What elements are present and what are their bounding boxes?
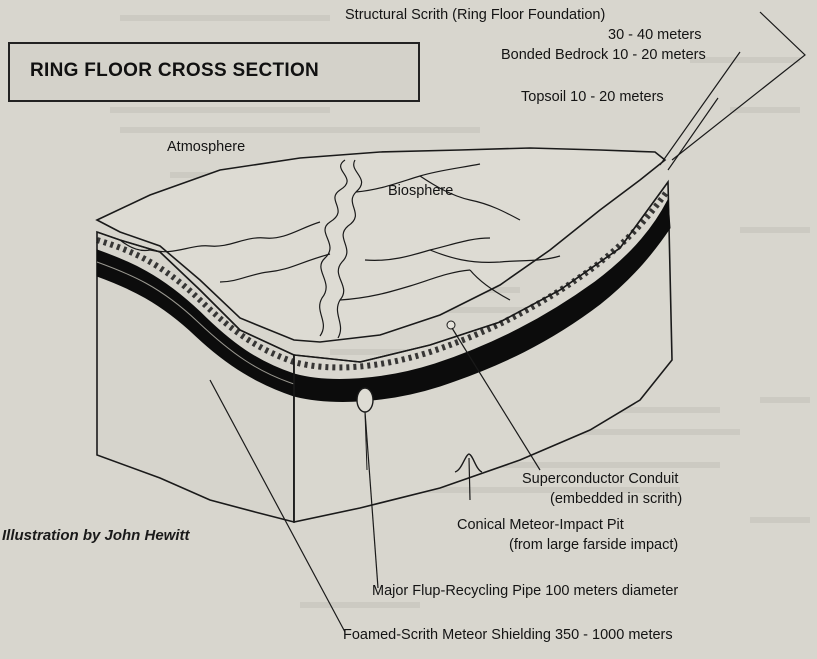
atmosphere-label: Atmosphere (167, 139, 246, 155)
meteor-pit-label: Conical Meteor-Impact Pit (457, 517, 624, 533)
flup-pipe-label: Major Flup-Recycling Pipe 100 meters dia… (372, 583, 679, 599)
topsoil-label: Topsoil 10 - 20 meters (521, 89, 664, 105)
meteor-pit-note: (from large farside impact) (509, 537, 679, 553)
river-system (119, 159, 561, 339)
flup-pipe (356, 387, 374, 413)
scrith-band (96, 198, 671, 402)
meteor-pit (454, 453, 483, 473)
page-title: RING FLOOR CROSS SECTION (30, 60, 320, 81)
bedrock-band (96, 188, 671, 371)
scrith-highlight (96, 261, 295, 385)
illustration-credit: Illustration by John Hewitt (2, 527, 190, 544)
shielding-label: Foamed-Scrith Meteor Shielding 350 - 100… (343, 627, 673, 643)
biosphere-label: Biosphere (388, 183, 454, 199)
structural-scrith-depth: 30 - 40 meters (608, 27, 702, 43)
superconductor-conduit (446, 320, 456, 330)
bonded-bedrock-label: Bonded Bedrock 10 - 20 meters (501, 47, 706, 63)
topsoil-band (96, 181, 669, 363)
superconductor-note: (embedded in scrith) (550, 491, 683, 507)
title-box (8, 42, 420, 102)
superconductor-label: Superconductor Conduit (522, 471, 679, 487)
leader-lines (209, 11, 806, 633)
top-surface (95, 147, 667, 343)
structural-scrith-label: Structural Scrith (Ring Floor Foundation… (345, 7, 606, 23)
